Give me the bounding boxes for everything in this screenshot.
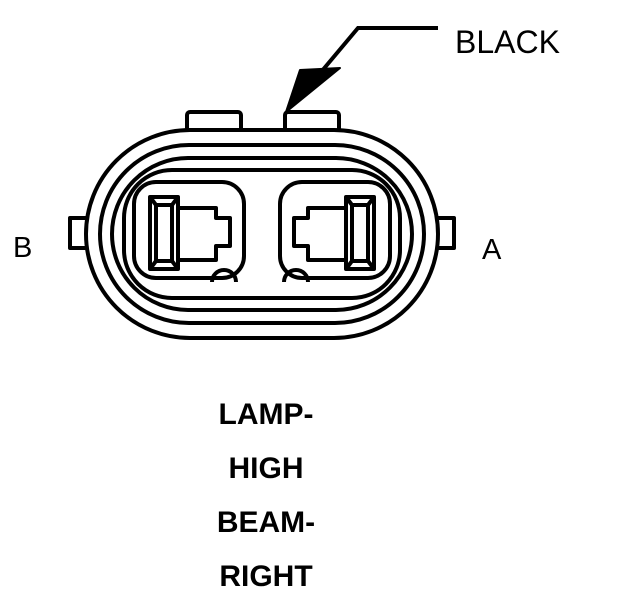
callout-arrow — [285, 26, 438, 113]
terminal-cavity-a — [278, 180, 392, 280]
caption-line-1: LAMP- — [218, 398, 314, 431]
key-bump-right — [282, 268, 310, 283]
caption-line-4: RIGHT — [219, 560, 313, 593]
caption-line-2: HIGH — [228, 452, 304, 485]
key-bump-left — [210, 268, 238, 283]
housing-ring-2 — [98, 143, 426, 325]
component-caption: LAMP- HIGH BEAM- RIGHT — [166, 388, 366, 604]
housing-inner — [122, 168, 402, 300]
housing-ring-3 — [110, 156, 414, 312]
caption-line-3: BEAM- — [216, 506, 316, 539]
terminal-b — [148, 195, 232, 271]
wire-color-label: BLACK — [455, 24, 560, 60]
terminal-cavity-b — [132, 180, 246, 280]
pin-a-label: A — [482, 234, 502, 266]
terminal-a — [292, 195, 376, 271]
pin-b-label: B — [13, 232, 33, 264]
